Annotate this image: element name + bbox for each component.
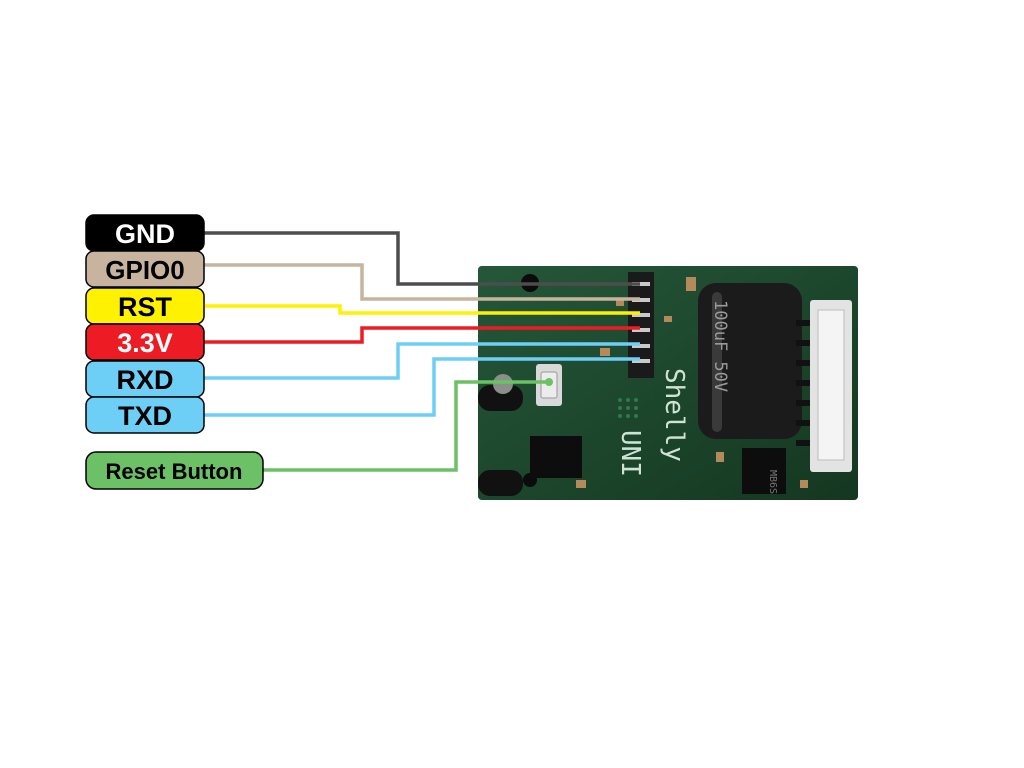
vias [618, 398, 638, 418]
capacitor-highlight [712, 292, 722, 432]
connector-inner [817, 309, 845, 461]
label-rxd: RXD [85, 360, 205, 398]
wire-gnd [204, 231, 640, 286]
ic-chip [742, 448, 786, 494]
shelly-uni-board: MB6S 100uF 50V Shelly UNI [478, 266, 858, 500]
wire-reset [263, 380, 549, 472]
header-pins [632, 282, 650, 363]
model-label: UNI [615, 430, 645, 477]
label-gpio0: GPIO0 [85, 250, 205, 288]
connector-pins [796, 320, 810, 446]
svg-text:Reset Button: Reset Button [106, 459, 243, 484]
svg-text:GND: GND [115, 219, 175, 249]
svg-text:TXD: TXD [118, 401, 172, 431]
wire-rxd [204, 342, 640, 380]
label-reset-button: Reset Button [85, 451, 264, 490]
wire-rst [204, 304, 640, 315]
label-3v3: 3.3V [85, 323, 205, 361]
ic-chip [530, 436, 582, 478]
svg-text:RXD: RXD [116, 365, 173, 395]
board-wire [478, 385, 523, 411]
label-rst: RST [85, 287, 205, 325]
wires [204, 231, 640, 472]
reset-pad [493, 374, 513, 394]
reset-wire-end [545, 378, 553, 386]
svg-text:3.3V: 3.3V [117, 328, 173, 358]
brand-label: Shelly [659, 368, 689, 462]
wire-gpio0 [204, 263, 640, 301]
board-wire [478, 470, 523, 496]
capacitor-label: 100uF 50V [710, 300, 730, 392]
label-gnd: GND [85, 214, 205, 252]
chip-label: MB6S [767, 470, 778, 494]
svg-text:GPIO0: GPIO0 [105, 255, 184, 285]
wire-3v3 [204, 326, 640, 344]
wire-txd [204, 357, 640, 417]
label-txd: TXD [85, 396, 205, 434]
svg-text:RST: RST [118, 292, 173, 322]
smd-components [576, 277, 808, 488]
capacitor [698, 283, 802, 439]
pin-labels: GND GPIO0 RST 3.3V RXD TXD Reset Button [85, 214, 264, 490]
